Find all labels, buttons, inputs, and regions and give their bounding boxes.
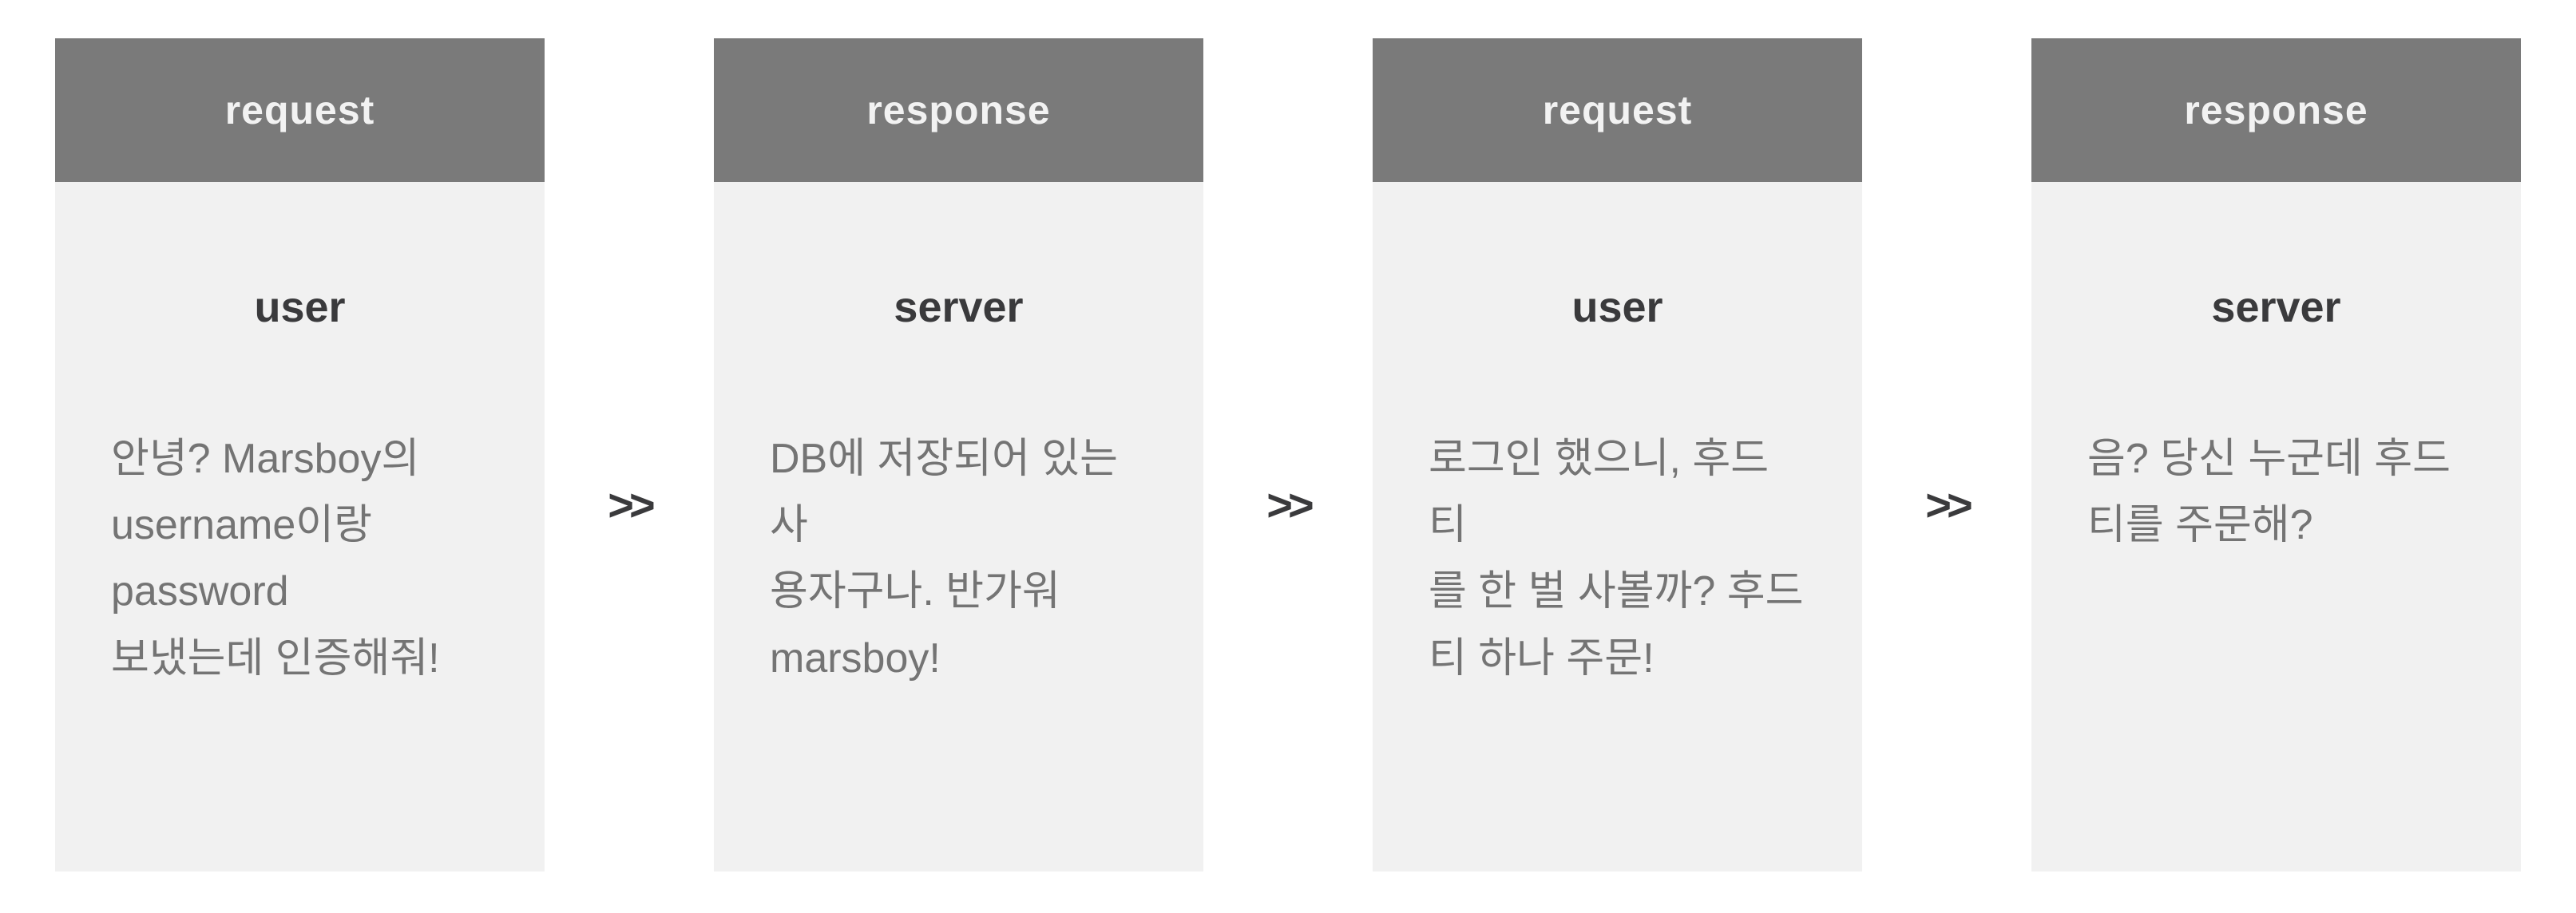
card-header-label: request (224, 88, 375, 132)
entity-title: user (1571, 283, 1663, 331)
double-chevron-right-icon: >> (1266, 480, 1314, 530)
card-header-label: response (2184, 88, 2368, 132)
card-header-label: response (866, 88, 1051, 132)
card-gap: >> (1862, 38, 2031, 872)
message-text: 음? 당신 누군데 후드 티를 주문해? (2087, 436, 2451, 549)
message-text: 로그인 했으니, 후드티 를 한 벌 사볼까? 후드 티 하나 주문! (1429, 436, 1804, 682)
double-chevron-right-icon: >> (1925, 480, 1972, 530)
card-request-1: request user 안녕? Marsboy의 username이랑 pas… (55, 38, 545, 872)
card-header-label: request (1542, 88, 1693, 132)
card-header: request (55, 38, 545, 182)
card-request-2: request user 로그인 했으니, 후드티 를 한 벌 사볼까? 후드 … (1373, 38, 1862, 872)
entity-title: user (254, 283, 346, 331)
entity-title: server (894, 283, 1024, 331)
card-header: response (2031, 38, 2521, 182)
card-gap: >> (545, 38, 714, 872)
message-text: DB에 저장되어 있는 사 용자구나. 반가워 marsboy! (770, 436, 1119, 682)
entity-title: server (2211, 283, 2341, 331)
card-body: user 안녕? Marsboy의 username이랑 password 보냈… (55, 182, 545, 872)
card-header: request (1373, 38, 1862, 182)
message-text: 안녕? Marsboy의 username이랑 password 보냈는데 인증… (111, 436, 440, 682)
double-chevron-right-icon: >> (608, 480, 655, 530)
card-header: response (714, 38, 1203, 182)
card-response-1: response server DB에 저장되어 있는 사 용자구나. 반가워 … (714, 38, 1203, 872)
cards-row: request user 안녕? Marsboy의 username이랑 pas… (55, 38, 2521, 872)
card-response-2: response server 음? 당신 누군데 후드 티를 주문해? (2031, 38, 2521, 872)
card-body: server 음? 당신 누군데 후드 티를 주문해? (2031, 182, 2521, 872)
card-body: user 로그인 했으니, 후드티 를 한 벌 사볼까? 후드 티 하나 주문! (1373, 182, 1862, 872)
card-body: server DB에 저장되어 있는 사 용자구나. 반가워 marsboy! (714, 182, 1203, 872)
card-gap: >> (1203, 38, 1373, 872)
